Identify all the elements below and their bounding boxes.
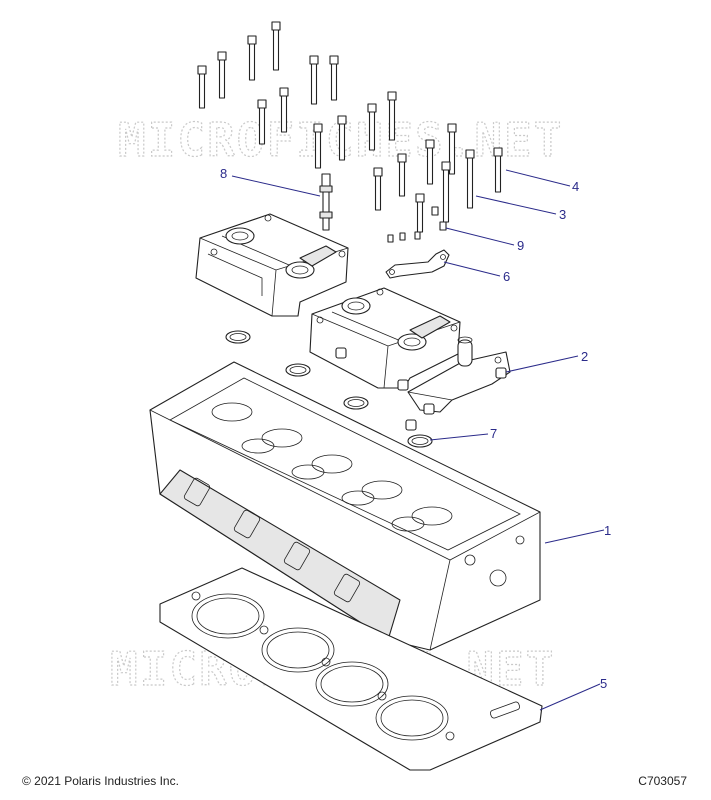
bolt [415, 193, 425, 233]
bolt [329, 55, 339, 101]
bolt [257, 99, 267, 145]
bolt [217, 51, 227, 99]
head-bolts [197, 21, 503, 233]
callout-1: 1 [604, 523, 611, 538]
bolt [197, 65, 207, 109]
bolt [313, 123, 323, 169]
bolt [271, 21, 281, 71]
bolt [493, 147, 503, 193]
bolt [465, 149, 475, 209]
bolt [441, 161, 451, 223]
bolt [247, 35, 257, 81]
part-5-head-gasket [159, 567, 543, 771]
bolt [279, 87, 289, 133]
part-6-bracket [385, 249, 450, 279]
callout-6: 6 [503, 269, 510, 284]
part-2-end-carrier [407, 336, 511, 413]
bolt [447, 123, 457, 175]
part-1-cylinder-head [149, 361, 541, 651]
bolt [367, 103, 377, 151]
part-8-stud [319, 173, 333, 231]
camshaft-carrier-left [195, 213, 349, 317]
callout-5: 5 [600, 676, 607, 691]
callout-9: 9 [517, 238, 524, 253]
copyright-notice: © 2021 Polaris Industries Inc. [22, 774, 179, 788]
camshaft-carrier-right [309, 287, 461, 389]
leader-lines [231, 169, 605, 711]
bolt [309, 55, 319, 105]
bolt [397, 153, 407, 197]
bolt [425, 139, 435, 185]
callout-2: 2 [581, 349, 588, 364]
part-9-small-bolts [387, 206, 447, 243]
bolt [373, 167, 383, 211]
bolt [337, 115, 347, 161]
bolt [387, 91, 397, 141]
dowel-sleeves [335, 347, 507, 431]
part-7-seal-rings [225, 330, 433, 448]
callout-7: 7 [490, 426, 497, 441]
diagram-code: C703057 [638, 774, 687, 788]
callout-4: 4 [572, 179, 579, 194]
callout-8: 8 [220, 166, 227, 181]
callout-3: 3 [559, 207, 566, 222]
